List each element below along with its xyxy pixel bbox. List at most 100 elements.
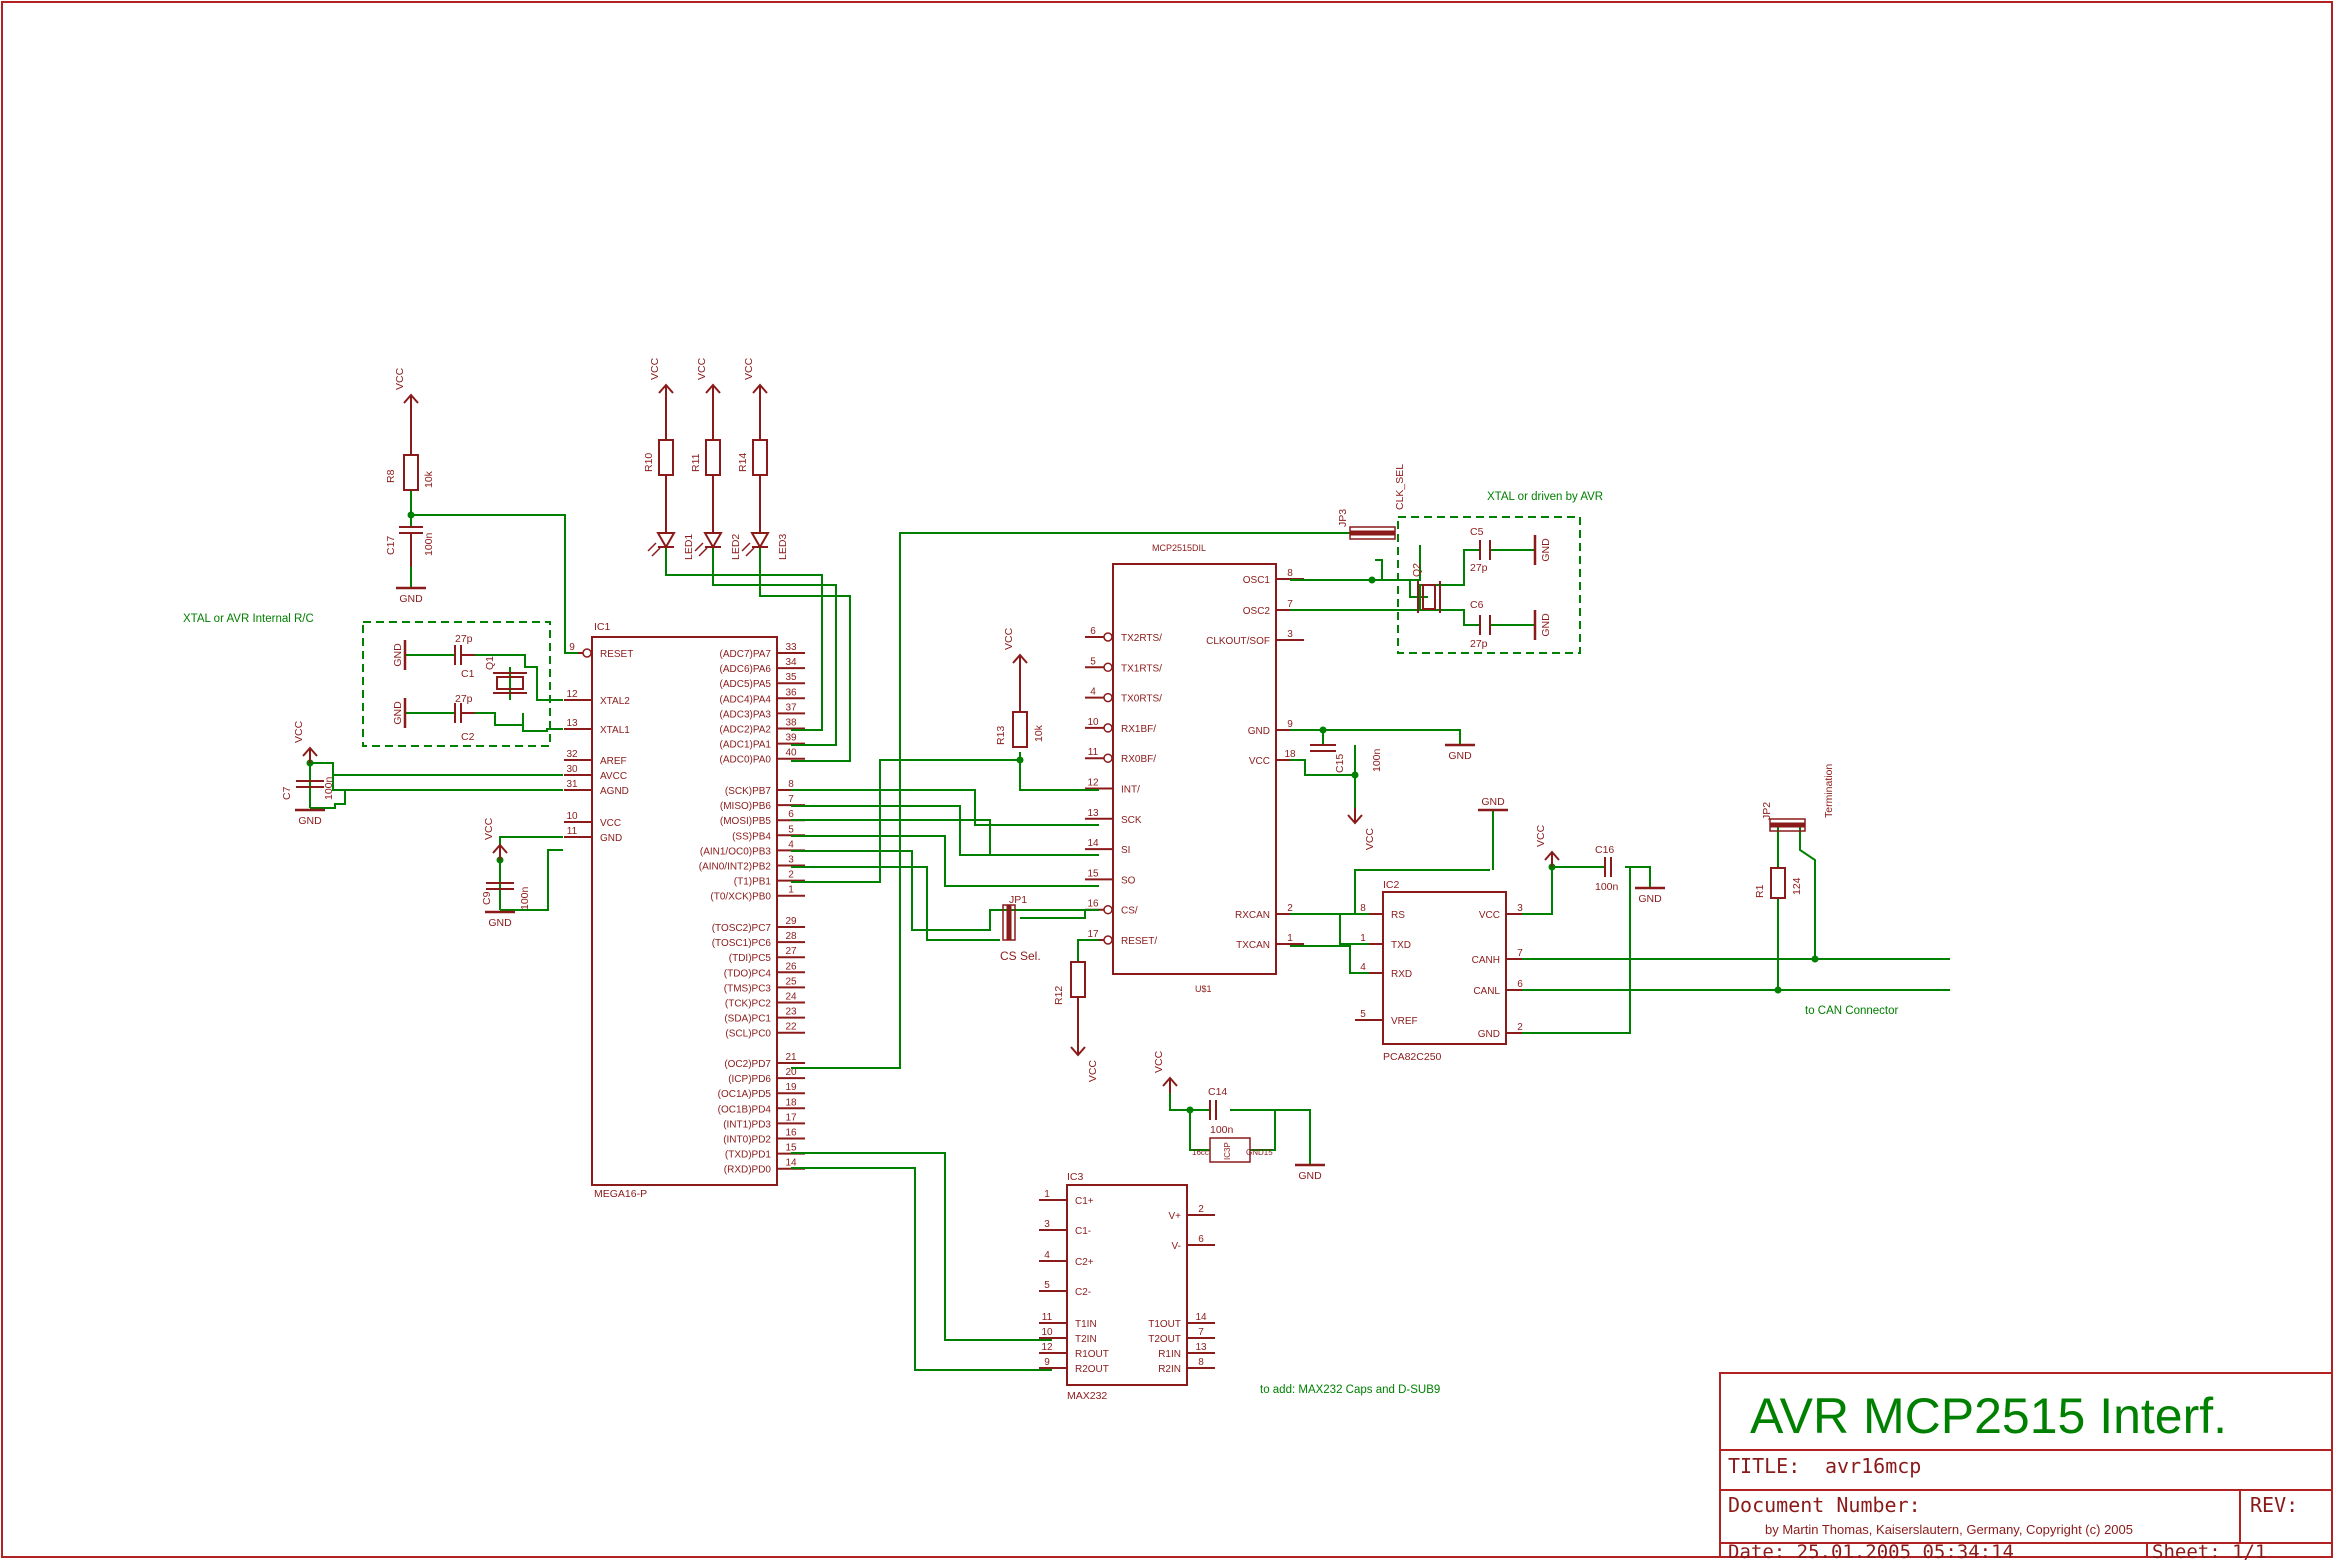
pin-name: OSC1 [1243, 575, 1271, 586]
ic3-right-pin-2: 2V+ [1168, 1204, 1215, 1222]
ic1-right-pin-39: 39(ADC1)PA1 [720, 733, 805, 751]
pin-number: 6 [1198, 1234, 1204, 1245]
pin-number: 8 [788, 779, 794, 790]
pin-name: INT/ [1121, 785, 1140, 796]
ic1-right-pin-21: 21(OC2)PD7 [724, 1052, 805, 1070]
pin-name: CANL [1473, 986, 1500, 997]
us1-mcp2515: MCP2515DIL U$1 6TX2RTS/5TX1RTS/4TX0RTS/1… [1085, 543, 1304, 994]
pin-name: (TCK)PC2 [725, 999, 772, 1010]
ic2-part: PCA82C250 [1383, 1051, 1442, 1063]
pin-number: 6 [1090, 626, 1096, 637]
pin-number: 14 [785, 1158, 797, 1169]
gnd-label: GND [1540, 538, 1552, 562]
pin-name: (ADC1)PA1 [720, 740, 772, 751]
c2-name: C2 [461, 731, 475, 743]
pin-name: C1+ [1075, 1196, 1094, 1207]
pin-number: 14 [1087, 838, 1099, 849]
pin-number: 27 [785, 946, 797, 957]
vcc-symbol: VCC [1153, 1050, 1178, 1093]
pin-name: SI [1121, 845, 1130, 856]
c9-value: 100n [519, 886, 531, 910]
ic1-right-pin-20: 20(ICP)PD6 [728, 1067, 805, 1085]
pin-number: 22 [785, 1022, 797, 1033]
gnd-label: GND [1298, 1170, 1322, 1182]
pin-number: 7 [1517, 948, 1523, 959]
pin-number: 31 [566, 779, 578, 790]
pin-name: (SCL)PC0 [725, 1029, 771, 1040]
pin-name: VCC [1249, 756, 1270, 767]
vcc-label: VCC [1003, 627, 1015, 650]
ic1-right-pin-19: 19(OC1A)PD5 [718, 1082, 805, 1100]
vcc-label: VCC [293, 720, 305, 743]
gnd-label: GND [1540, 613, 1552, 637]
pin-number: 4 [1044, 1250, 1050, 1261]
ic1-right-pin-25: 25(TMS)PC3 [724, 976, 805, 994]
vcc-label: VCC [649, 357, 661, 380]
pin-name: T1IN [1075, 1319, 1097, 1330]
pin-number: 3 [788, 855, 794, 866]
pin-name: (AIN0/INT2)PB2 [699, 862, 772, 873]
pin-name: OSC2 [1243, 606, 1271, 617]
pin-number: 3 [1044, 1219, 1050, 1230]
ic3-power-name: IC3P [1223, 1142, 1232, 1160]
pin-name: RX0BF/ [1121, 754, 1156, 765]
gnd-label: GND [298, 815, 322, 827]
ic1-right-pin-38: 38(ADC2)PA2 [720, 718, 805, 736]
pin-number: 10 [566, 811, 578, 822]
pin-number: 4 [1360, 962, 1366, 973]
date-line: Date: 25.01.2005 05:34:14 [1728, 1541, 2014, 1563]
pin-number: 21 [785, 1052, 797, 1063]
gnd-label: GND [392, 643, 404, 667]
vcc-symbol: VCC [1347, 808, 1376, 850]
pin-name: TX1RTS/ [1121, 663, 1162, 674]
c2-value: 27p [455, 693, 473, 705]
pin-name: AREF [600, 756, 627, 767]
pin-name: T2IN [1075, 1334, 1097, 1345]
pin-number: 10 [1041, 1327, 1053, 1338]
pin-number: 5 [788, 824, 794, 835]
vcc-symbol: VCC [743, 357, 768, 400]
q2-name: Q2 [1411, 563, 1423, 577]
clk-sel-label: CLK_SEL [1394, 464, 1406, 510]
pin-number: 13 [566, 718, 578, 729]
ic1-right-pin-18: 18(OC1B)PD4 [718, 1097, 805, 1115]
pin-number: 28 [785, 931, 797, 942]
c7-name: C7 [281, 786, 293, 800]
pin-name: (ADC0)PA0 [720, 755, 772, 766]
c1-value: 27p [455, 633, 473, 645]
pin-number: 17 [1087, 929, 1099, 940]
pin-name: T1OUT [1148, 1319, 1181, 1330]
pin-name: XTAL1 [600, 725, 630, 736]
ic3-vcc-pin: 16cc [1192, 1148, 1209, 1157]
pin-number: 6 [788, 809, 794, 820]
note-xtal-internal: XTAL or AVR Internal R/C [183, 613, 314, 625]
r1-value: 124 [1791, 877, 1803, 895]
ic2-name: IC2 [1383, 879, 1400, 891]
pin-name: (SCK)PB7 [725, 786, 772, 797]
pin-number: 2 [788, 870, 794, 881]
pin-name: (TXD)PD1 [725, 1150, 772, 1161]
pin-name: (ADC2)PA2 [720, 725, 772, 736]
ic1-right-pin-24: 24(TCK)PC2 [725, 992, 805, 1010]
ic3-left-pin-1: 1C1+ [1039, 1189, 1094, 1207]
pin-number: 30 [566, 764, 578, 775]
vcc-label: VCC [1535, 824, 1547, 847]
junctions [306, 511, 1819, 1114]
gnd-symbol: GND [1533, 610, 1552, 640]
pin-number: 18 [785, 1097, 797, 1108]
ic1-right-pin-17: 17(INT1)PD3 [723, 1112, 805, 1130]
pin-name: (ADC7)PA7 [720, 649, 772, 660]
